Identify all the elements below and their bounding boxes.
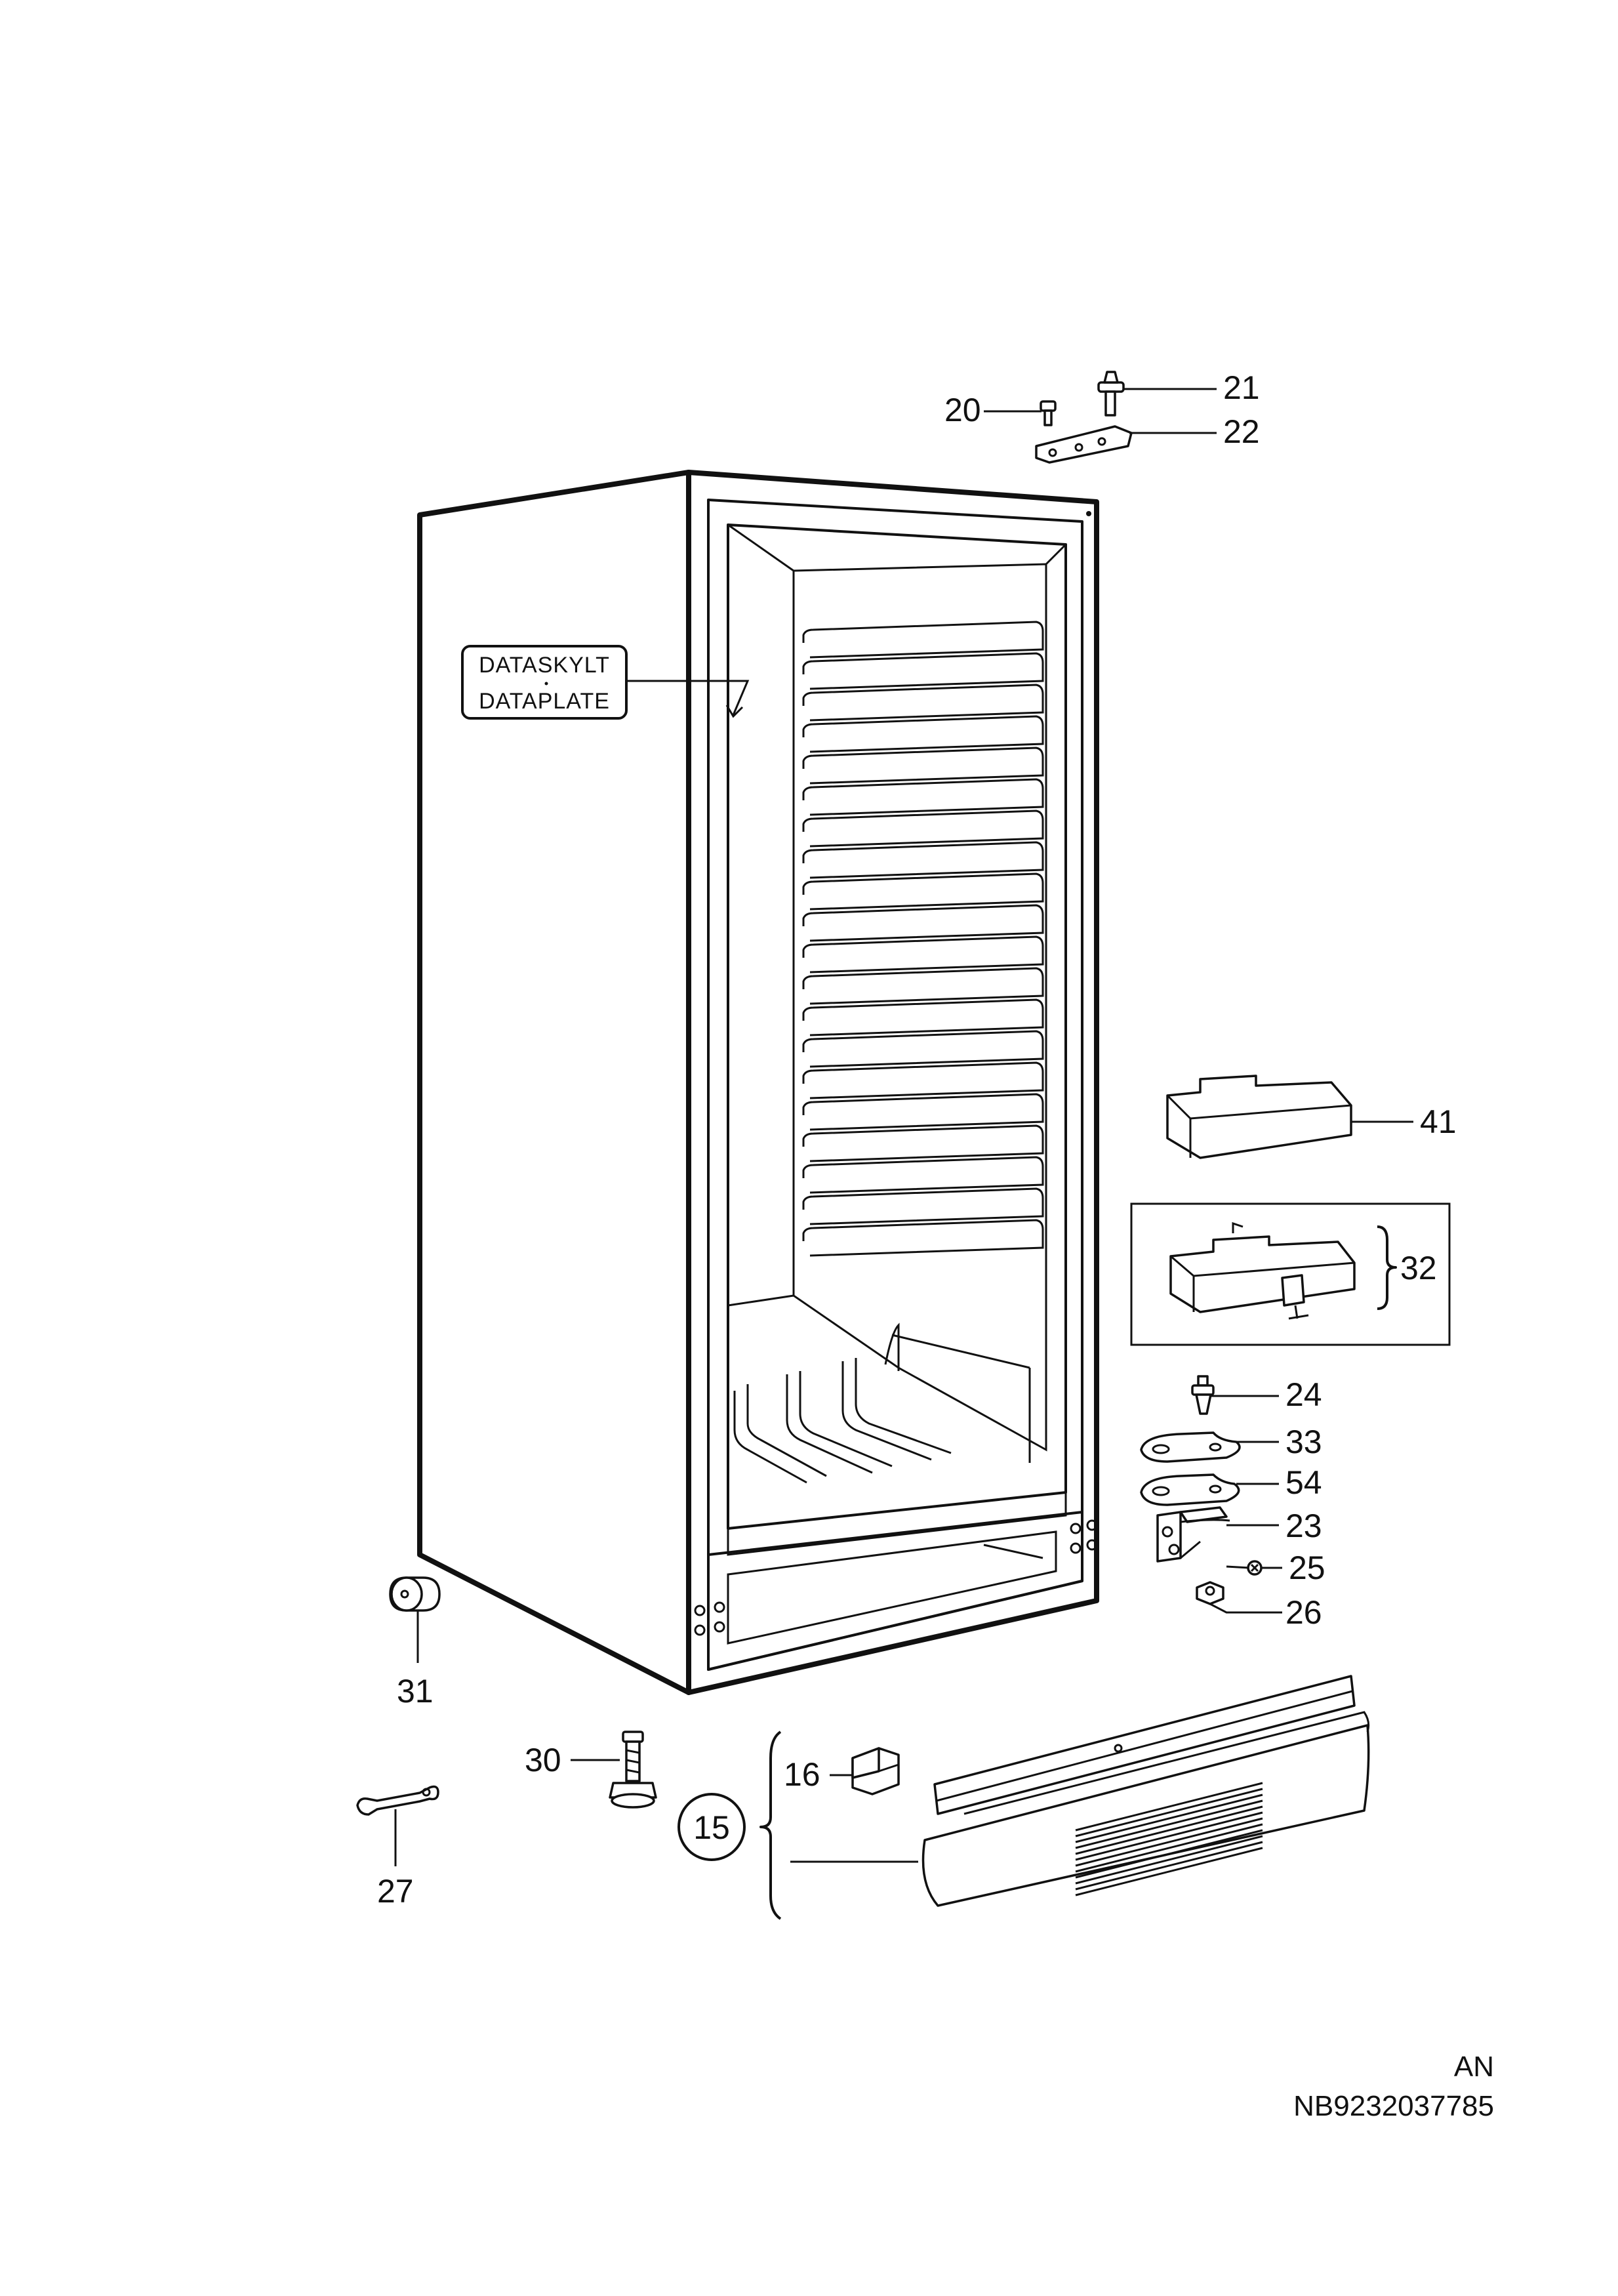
footer-ref: NB9232037785 bbox=[1293, 2090, 1494, 2122]
dataplate-line-1: DATASKYLT bbox=[479, 653, 610, 678]
shelf-ridge bbox=[802, 841, 1044, 879]
liner-shelf-ridges bbox=[802, 621, 1044, 1257]
callout-31: 31 bbox=[397, 1673, 434, 1710]
callout-24: 24 bbox=[1285, 1376, 1322, 1413]
callout-labels: 20 21 22 41 32 24 33 54 23 25 26 31 30 1… bbox=[377, 369, 1457, 1910]
part-31-foot bbox=[389, 1576, 441, 1663]
shelf-ridge bbox=[802, 1156, 1044, 1194]
shelf-ridge bbox=[802, 998, 1044, 1036]
callout-33: 33 bbox=[1285, 1424, 1322, 1460]
shelf-ridge bbox=[802, 715, 1044, 753]
shelf-ridge bbox=[802, 1187, 1044, 1225]
shelf-ridge bbox=[802, 1219, 1044, 1257]
grille-slat bbox=[1075, 1811, 1263, 1861]
callout-15: 15 bbox=[693, 1809, 730, 1846]
shelf-ridge bbox=[802, 747, 1044, 785]
dataplate-line-2: DATAPLATE bbox=[479, 689, 610, 714]
callout-54: 54 bbox=[1285, 1464, 1322, 1501]
shelf-ridge bbox=[802, 1030, 1044, 1068]
shelf-ridge bbox=[802, 810, 1044, 848]
grille-slat bbox=[1075, 1835, 1263, 1885]
part-41-cover bbox=[1166, 1075, 1413, 1159]
grille-slat bbox=[1075, 1823, 1263, 1873]
grille-slat bbox=[1075, 1829, 1263, 1879]
grille-slat bbox=[1075, 1847, 1263, 1896]
callout-22: 22 bbox=[1223, 413, 1260, 450]
shelf-ridge bbox=[802, 967, 1044, 1005]
callout-16: 16 bbox=[784, 1756, 820, 1793]
callout-20: 20 bbox=[944, 392, 981, 428]
callout-41: 41 bbox=[1420, 1103, 1457, 1140]
shelf-ridge bbox=[802, 778, 1044, 816]
shelf-ridge bbox=[802, 1061, 1044, 1099]
part-30-adjustable-foot bbox=[571, 1731, 657, 1809]
part-27-wrench bbox=[356, 1785, 439, 1866]
callout-30: 30 bbox=[525, 1742, 561, 1778]
part-15-kickplate-group bbox=[678, 1675, 1370, 1920]
shelf-ridge bbox=[802, 904, 1044, 942]
grille-slat bbox=[1075, 1788, 1263, 1837]
grille-slat bbox=[1075, 1794, 1263, 1843]
grille-slat bbox=[1075, 1805, 1263, 1855]
grille-slat bbox=[1075, 1841, 1263, 1891]
lower-hinge-parts bbox=[1140, 1375, 1282, 1614]
dataplate-tag: DATASKYLT DATAPLATE bbox=[461, 645, 750, 720]
kickplate-grille-slats bbox=[1075, 1782, 1263, 1896]
footer-reference: AN NB9232037785 bbox=[1293, 2051, 1494, 2122]
footer-code: AN bbox=[1454, 2051, 1494, 2083]
callout-27: 27 bbox=[377, 1873, 414, 1910]
grille-slat bbox=[1075, 1799, 1263, 1849]
shelf-ridge bbox=[802, 935, 1044, 974]
shelf-ridge bbox=[802, 1124, 1044, 1162]
grille-slat bbox=[1075, 1782, 1263, 1832]
cabinet-body bbox=[417, 470, 1099, 1695]
callout-21: 21 bbox=[1223, 369, 1260, 406]
part-32-box bbox=[1130, 1202, 1451, 1346]
top-hinge-parts bbox=[984, 371, 1217, 464]
shelf-ridge bbox=[802, 684, 1044, 722]
shelf-ridge bbox=[802, 652, 1044, 690]
grille-slat bbox=[1075, 1817, 1263, 1867]
callout-32: 32 bbox=[1400, 1250, 1437, 1286]
callout-25: 25 bbox=[1289, 1549, 1325, 1586]
shelf-ridge bbox=[802, 621, 1044, 659]
callout-23: 23 bbox=[1285, 1507, 1322, 1544]
shelf-ridge bbox=[802, 872, 1044, 911]
callout-26: 26 bbox=[1285, 1594, 1322, 1631]
shelf-ridge bbox=[802, 1093, 1044, 1131]
